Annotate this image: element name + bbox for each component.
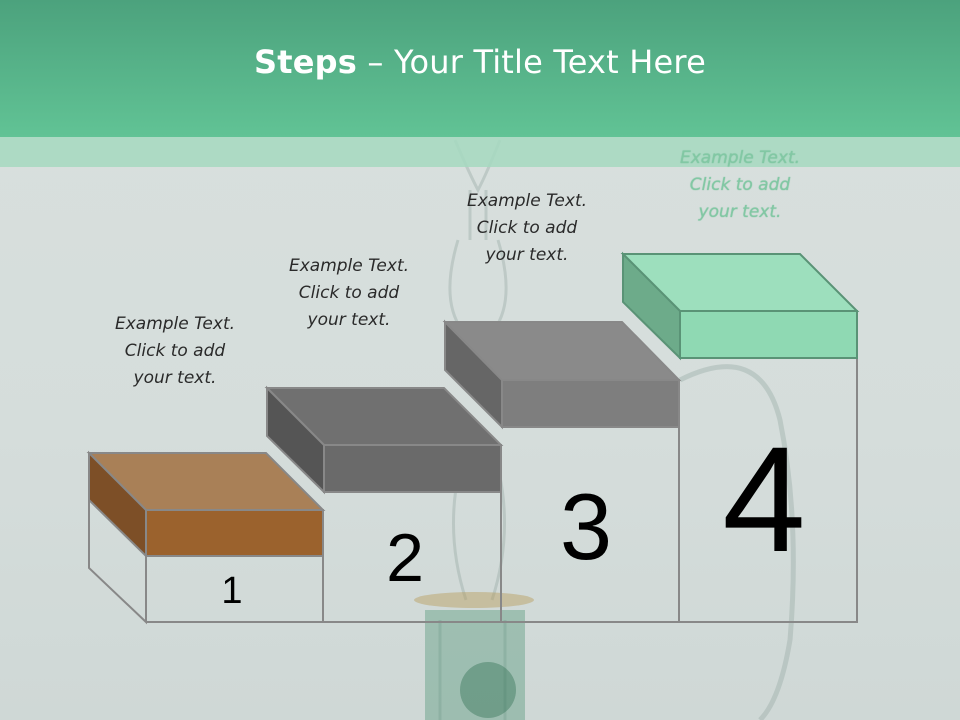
slide-title[interactable]: Steps – Your Title Text Here [254,43,706,81]
step-3-block[interactable] [442,319,682,430]
step-3-caption[interactable]: Example Text. Click to add your text. [466,191,588,265]
header-accent-band [0,137,960,167]
step-4-number: 4 [722,415,806,583]
step-2-number: 2 [386,520,424,596]
step-4-block[interactable] [620,251,860,361]
step-1-block[interactable] [86,450,326,559]
title-rest: – Your Title Text Here [357,42,706,81]
step-2-block[interactable] [264,385,504,495]
step-1-number: 1 [221,570,243,612]
hookah-vase [425,610,525,720]
title-bold: Steps [254,42,358,81]
stair-outline [88,358,858,625]
step-4-caption[interactable]: Example Text. Click to add your text. [679,148,801,222]
hookah-base-ring [414,592,534,608]
step-3-number: 3 [559,474,613,579]
step-4-front [679,310,858,359]
title-bar: Steps – Your Title Text Here [0,0,960,137]
step-1-front [145,509,324,557]
step-3-front [501,379,680,428]
step-2-front [323,444,502,493]
step-1-caption[interactable]: Example Text. Click to add your text. [114,314,236,388]
hookah-bead [460,662,516,718]
step-2-caption[interactable]: Example Text. Click to add your text. [288,256,410,330]
